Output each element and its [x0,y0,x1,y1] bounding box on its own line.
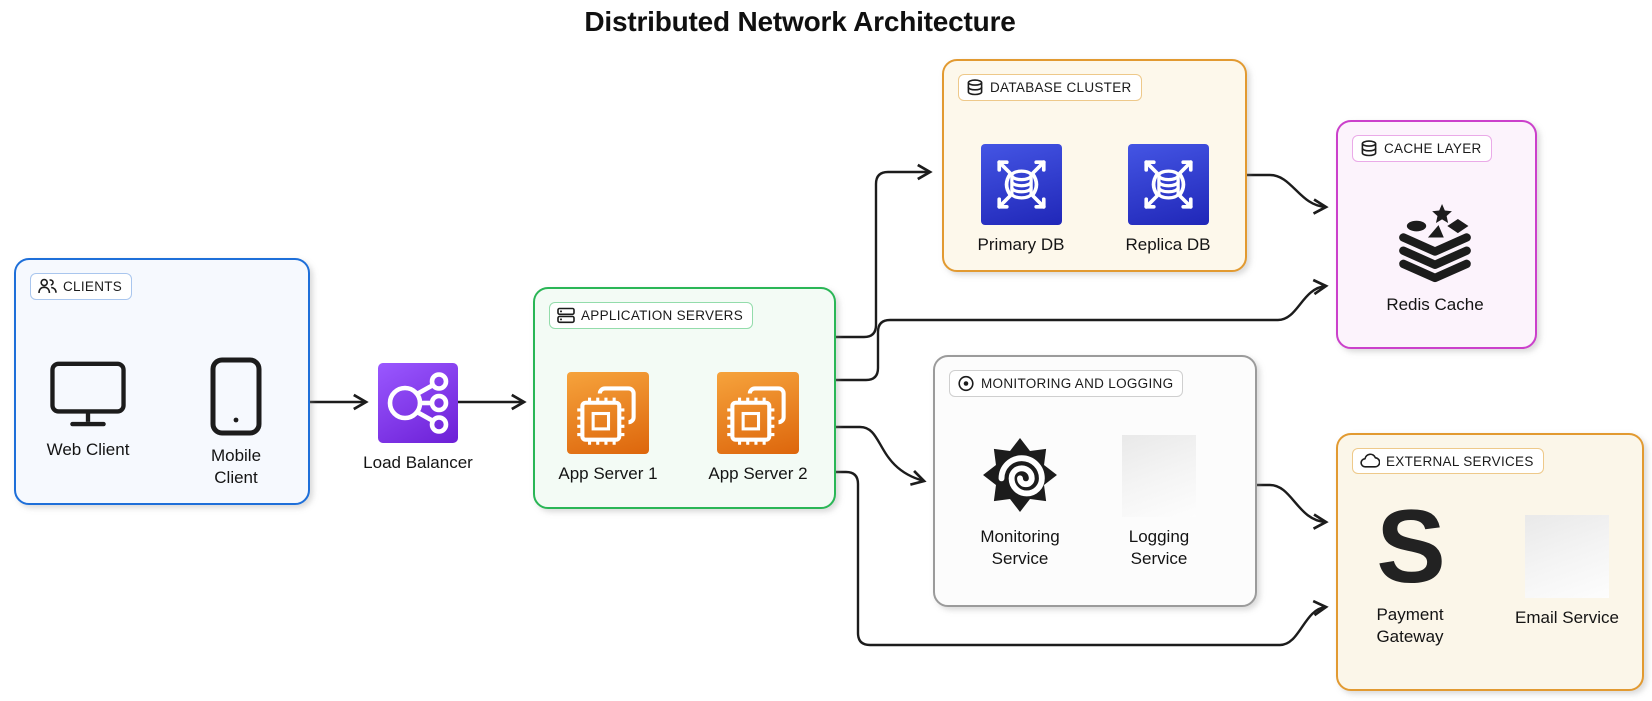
group-clients-label: CLIENTS [63,279,123,294]
node-logging-service: Logging Service [1099,435,1219,570]
arrow-app-servers-to-monitoring [832,425,927,486]
group-cache-layer-pill: CACHE LAYER [1352,135,1492,162]
rds-database-icon [980,144,1062,225]
group-database-cluster-label: DATABASE CLUSTER [990,80,1132,95]
rds-database-icon [1127,144,1209,225]
node-email-service-label: Email Service [1515,608,1619,627]
ec2-chip-icon [567,372,649,454]
database-icon [1361,140,1377,157]
group-cache-layer: CACHE LAYER Redis Cache [1336,120,1537,349]
group-database-cluster: DATABASE CLUSTER Primary [942,59,1247,272]
node-app-server-1-label: App Server 1 [558,464,658,483]
node-replica-db-label: Replica DB [1125,235,1211,254]
group-application-servers-label: APPLICATION SERVERS [581,308,743,323]
node-primary-db-label: Primary DB [977,235,1065,254]
arrow-app-servers-to-external-services [832,470,1329,647]
group-monitoring-and-logging: MONITORING AND LOGGING Monitoring Servic… [933,355,1257,607]
group-external-services: EXTERNAL SERVICES S Payment Gateway Emai… [1336,433,1644,691]
node-monitoring-service: Monitoring Service [960,433,1080,570]
redis-stack-icon [1399,204,1471,283]
node-payment-gateway-label: Payment Gateway [1376,605,1444,646]
node-load-balancer-label: Load Balancer [363,453,473,472]
node-primary-db: Primary DB [961,144,1081,256]
group-external-services-pill: EXTERNAL SERVICES [1352,448,1544,474]
node-load-balancer [378,363,458,443]
node-app-server-2-label: App Server 2 [708,464,808,483]
node-replica-db: Replica DB [1108,144,1228,256]
cloud-icon [1360,453,1380,468]
arrow-monitoring-to-external-services [1253,483,1329,530]
group-clients-pill: CLIENTS [30,273,133,300]
eye-icon [958,375,974,392]
node-app-server-2: App Server 2 [698,372,818,485]
node-redis-cache-label: Redis Cache [1386,295,1484,314]
group-monitoring-and-logging-pill: MONITORING AND LOGGING [949,370,1184,397]
arrow-app-servers-to-cache-layer [832,278,1329,382]
group-application-servers-pill: APPLICATION SERVERS [549,302,753,329]
node-payment-gateway: S Payment Gateway [1350,489,1470,648]
node-mobile-client: Mobile Client [188,357,284,489]
arrow-app-servers-to-database-cluster [832,163,933,339]
load-balancer-icon [387,372,449,434]
group-application-servers: APPLICATION SERVERS App Server 1 [533,287,836,509]
node-logging-service-label: Logging Service [1128,527,1190,568]
grafana-icon [983,438,1057,512]
people-icon [38,278,57,294]
node-monitoring-service-label: Monitoring Service [980,527,1060,568]
group-cache-layer-label: CACHE LAYER [1384,141,1482,156]
group-clients: CLIENTS Web Client Mobile Client [14,258,310,505]
database-icon [967,79,983,96]
node-web-client-label: Web Client [46,440,130,459]
monitor-icon [50,361,126,427]
node-app-server-1: App Server 1 [548,372,668,485]
group-external-services-label: EXTERNAL SERVICES [1386,453,1534,469]
image-placeholder [1122,435,1196,517]
ec2-chip-icon [717,372,799,454]
node-redis-cache: Redis Cache [1375,197,1495,316]
group-database-cluster-pill: DATABASE CLUSTER [958,74,1142,101]
tablet-icon [210,357,262,436]
node-web-client: Web Client [24,360,152,461]
arrow-database-cluster-to-cache-layer [1245,173,1329,215]
group-monitoring-and-logging-label: MONITORING AND LOGGING [981,376,1174,391]
diagram-title: Distributed Network Architecture [584,6,1016,37]
node-mobile-client-label: Mobile Client [210,446,262,487]
node-email-service: Email Service [1507,515,1627,629]
stripe-s-icon: S [1376,489,1445,605]
image-placeholder [1525,515,1609,598]
server-stack-icon [557,307,575,324]
